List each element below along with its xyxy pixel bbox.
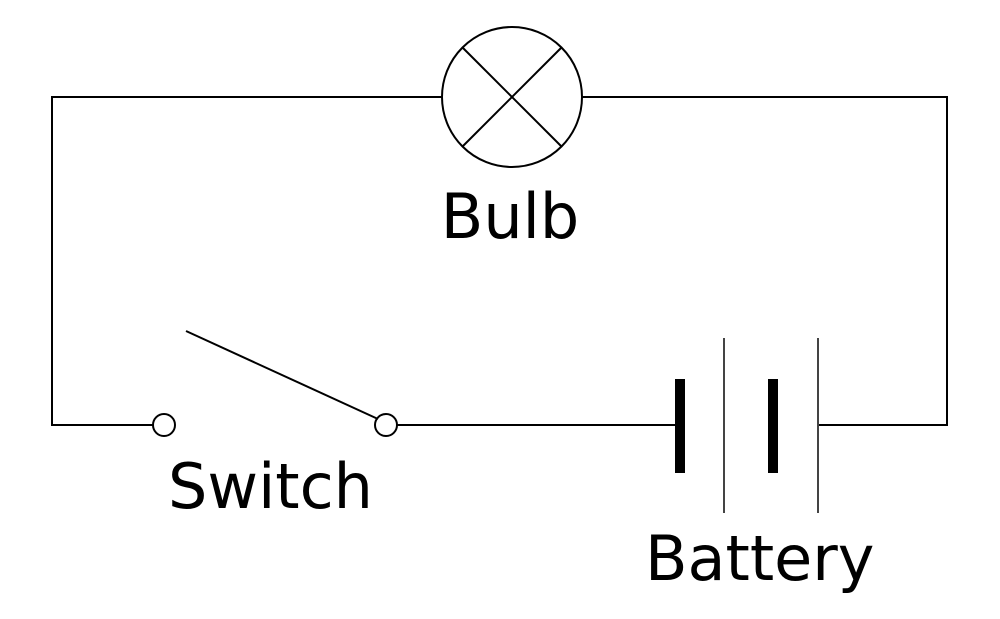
bulb-symbol [441,26,583,168]
bulb-label: Bulb [441,180,579,253]
bulb-circle [441,26,583,168]
switch-symbol [152,330,398,437]
switch-label: Switch [168,450,373,523]
wires [51,96,948,426]
bulb-cross-line [462,47,562,147]
switch-terminal-right [374,413,398,437]
switch-terminal-left [152,413,176,437]
battery-symbol [675,338,819,513]
switch-arm [185,330,379,420]
battery-label: Battery [645,522,874,595]
